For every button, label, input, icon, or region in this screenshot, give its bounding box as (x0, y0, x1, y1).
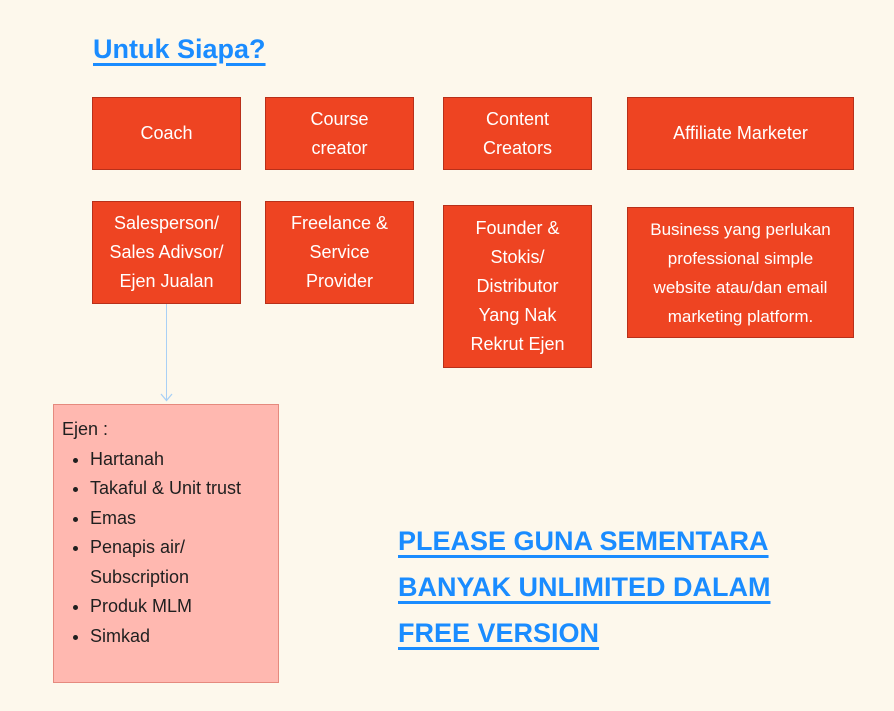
node-content-creators[interactable]: Content Creators (443, 97, 592, 170)
list-item: Emas (90, 504, 270, 534)
node-salesperson-label: Salesperson/ Sales Adivsor/ Ejen Jualan (109, 213, 224, 291)
connector-line (166, 304, 167, 400)
node-content-creators-label: Content Creators (482, 108, 553, 158)
node-business[interactable]: Business yang perlukan professional simp… (627, 207, 854, 338)
node-founder-label: Founder & Stokis/ Distributor Yang Nak R… (470, 218, 565, 354)
node-affiliate-marketer[interactable]: Affiliate Marketer (627, 97, 854, 170)
node-salesperson[interactable]: Salesperson/ Sales Adivsor/ Ejen Jualan (92, 201, 241, 304)
list-item: Takaful & Unit trust (90, 474, 270, 504)
list-item: Penapis air/ Subscription (90, 533, 270, 592)
cta-text: PLEASE GUNA SEMENTARA BANYAK UNLIMITED D… (398, 518, 838, 656)
arrow-down-icon (160, 393, 173, 402)
ejen-note-heading: Ejen : (62, 419, 109, 439)
list-item: Hartanah (90, 445, 270, 475)
node-affiliate-marketer-label: Affiliate Marketer (673, 123, 808, 143)
page-title: Untuk Siapa? (93, 34, 266, 64)
node-freelance[interactable]: Freelance & Service Provider (265, 201, 414, 304)
node-founder[interactable]: Founder & Stokis/ Distributor Yang Nak R… (443, 205, 592, 368)
ejen-list: Hartanah Takaful & Unit trust Emas Penap… (62, 445, 270, 652)
cta-line-3: FREE VERSION (398, 618, 600, 648)
node-coach-label: Coach (140, 123, 193, 143)
node-course-creator[interactable]: Course creator (265, 97, 414, 170)
cta-line-2: BANYAK UNLIMITED DALAM (398, 572, 771, 602)
cta-line-1: PLEASE GUNA SEMENTARA (398, 526, 769, 556)
list-item: Produk MLM (90, 592, 270, 622)
list-item: Simkad (90, 622, 270, 652)
ejen-note[interactable]: Ejen : Hartanah Takaful & Unit trust Ema… (53, 404, 279, 683)
node-business-label: Business yang perlukan professional simp… (650, 219, 831, 326)
node-freelance-label: Freelance & Service Provider (290, 213, 389, 291)
node-coach[interactable]: Coach (92, 97, 241, 170)
node-course-creator-label: Course creator (310, 108, 369, 158)
